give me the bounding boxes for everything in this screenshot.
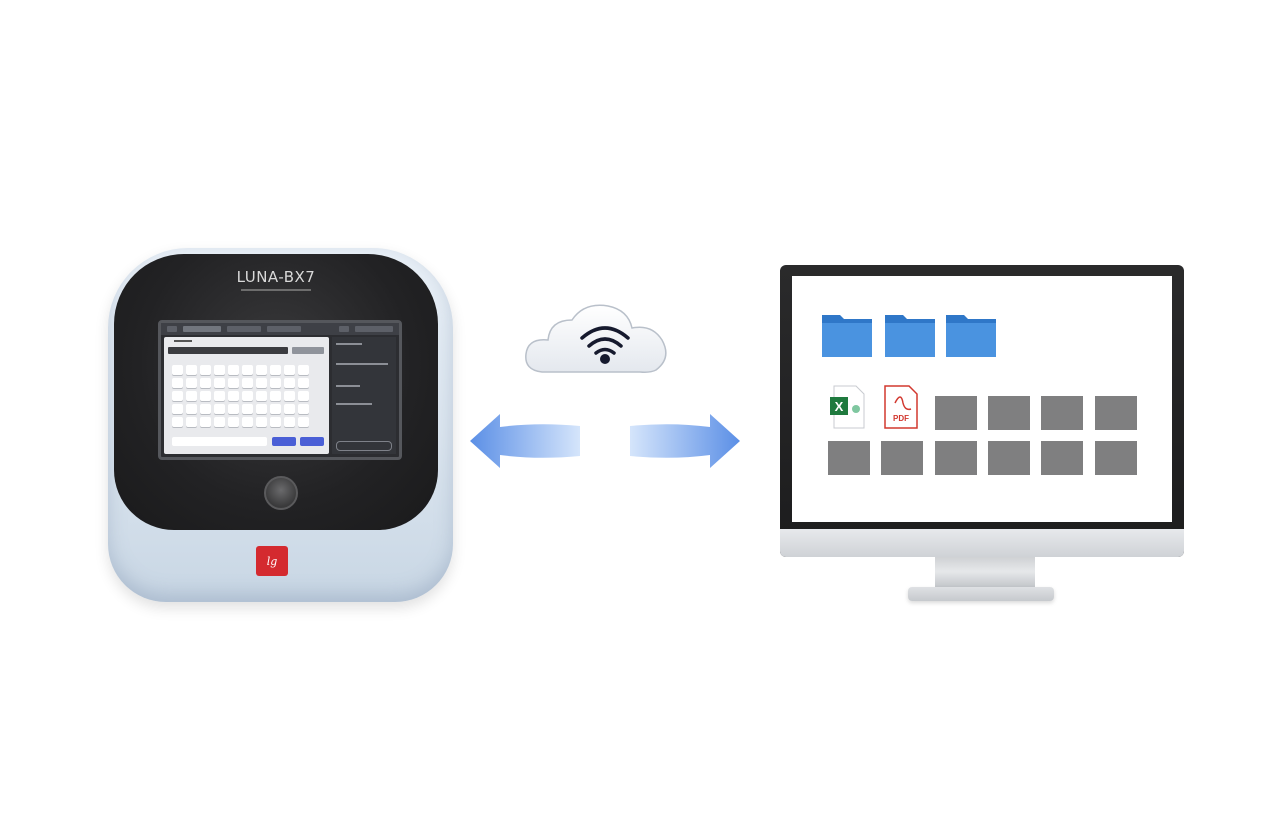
folder-icon [822,315,872,357]
screen-side-menu [332,337,396,454]
monitor-stand-neck [935,557,1035,589]
file-thumbnail [1095,441,1137,482]
file-thumbnail [881,441,923,482]
keyboard-ok-key [300,437,324,446]
monitor-chin [780,529,1184,557]
pdf-file-icon: PDF [884,385,918,429]
device-home-button [264,476,298,510]
file-thumbnail [935,441,977,482]
file-thumbnail [1041,396,1083,437]
computer-monitor: X PDF [780,265,1184,557]
screen-home-tab [167,326,177,332]
analyzer-device: LUNA-BX7 [108,248,453,602]
svg-text:PDF: PDF [893,414,909,423]
screen-keyboard-panel [164,337,329,454]
file-thumbnail [1095,396,1137,437]
folder-icon [885,315,935,357]
keyboard-cancel-key [272,437,296,446]
screen-tab [355,326,393,332]
file-thumbnail [935,396,977,437]
keyboard-space-key [172,437,267,446]
device-brand-name: LUNA-BX7 [236,268,316,286]
onscreen-keyboard [172,365,322,430]
screen-tab-active [183,326,221,332]
brand-logo-text: lg [266,554,278,568]
screen-tab [267,326,301,332]
screen-tab [339,326,349,332]
excel-file-icon: X [830,385,865,429]
svg-text:X: X [835,399,844,414]
brand-logo-badge: lg [256,546,288,576]
panel-label [174,340,192,342]
side-action-button [336,441,392,451]
file-thumbnail [1041,441,1083,482]
left-arrow-icon [470,414,580,468]
folder-icon [946,315,996,357]
file-thumbnail [988,396,1030,437]
screen-go-button [292,347,324,354]
monitor-screen: X PDF [792,276,1172,522]
wifi-cloud-icon [525,304,667,373]
device-touchscreen [158,320,402,460]
screen-search-field [168,347,288,354]
screen-tab [227,326,261,332]
file-thumbnail [988,441,1030,482]
screen-topbar [161,323,399,335]
device-face: LUNA-BX7 [114,254,438,530]
device-brand-subline [114,287,438,293]
right-arrow-icon [630,414,740,468]
monitor-stand-base [908,587,1054,601]
file-thumbnail [828,441,870,482]
